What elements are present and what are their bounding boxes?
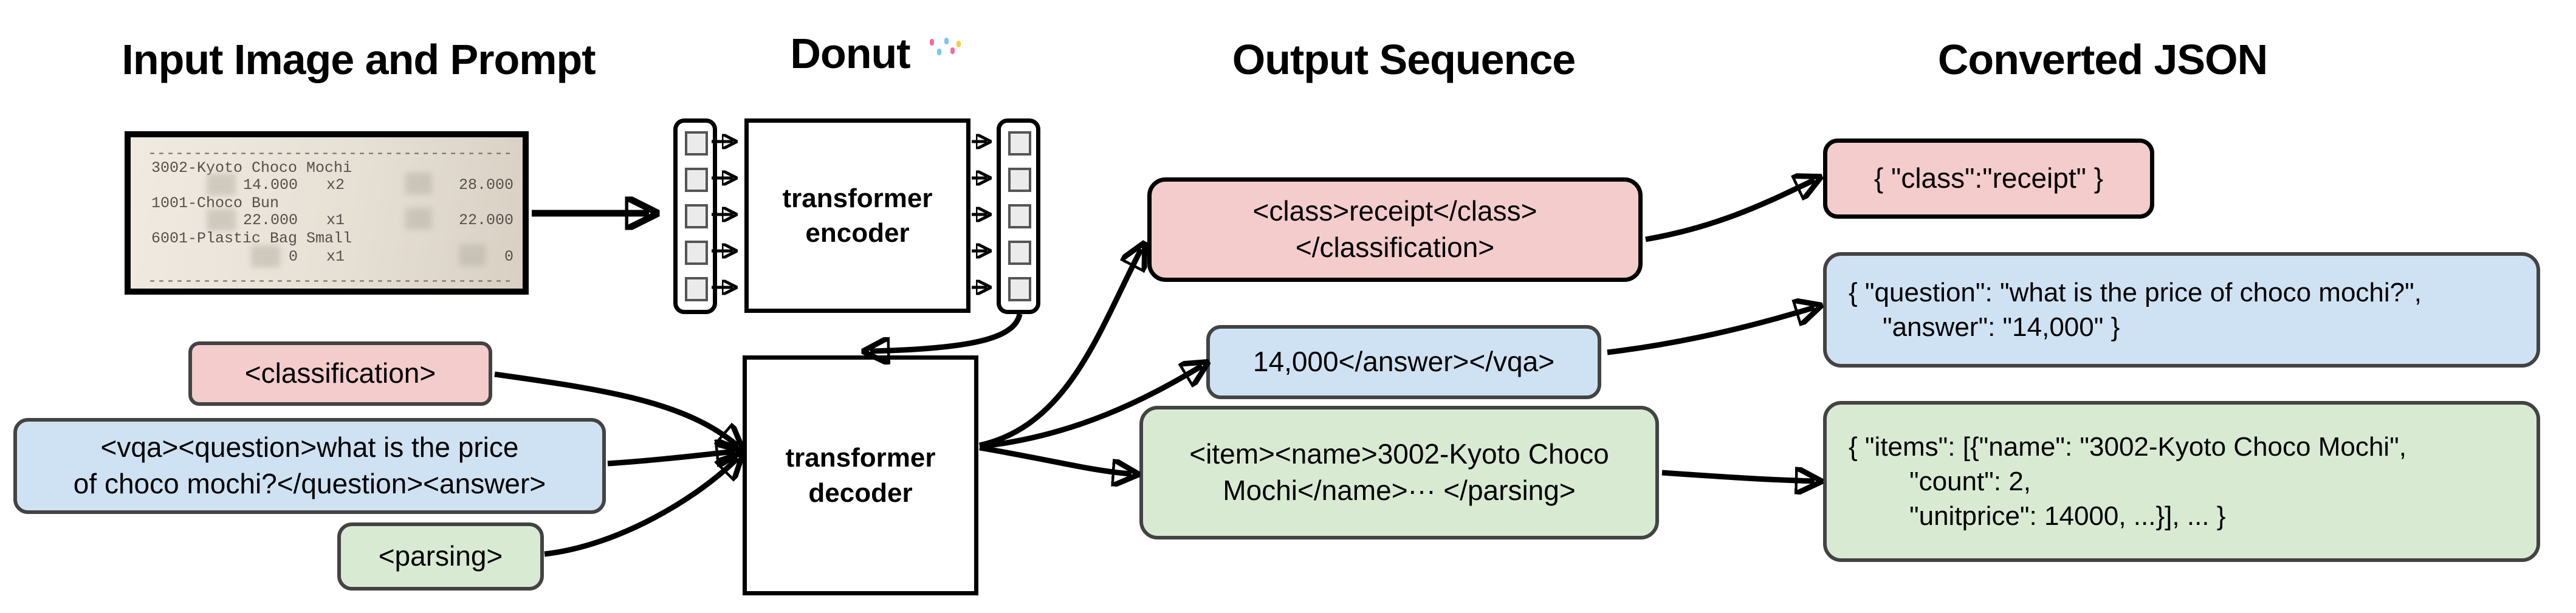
json-parsing-text: "count": 2,: [1909, 466, 2032, 496]
output-classification: <class>receipt</class> </classification>: [1147, 177, 1643, 282]
receipt-qty: x2: [326, 176, 345, 194]
donut-icon: [920, 30, 966, 77]
output-vqa-text: 14,000</answer></vqa>: [1252, 346, 1555, 378]
encoder-label: encoder: [805, 218, 910, 248]
output-parsing: <item><name>3002-Kyoto Choco Mochi</name…: [1139, 406, 1659, 539]
token-cell: [685, 241, 708, 265]
output-vqa: 14,000</answer></vqa>: [1206, 325, 1601, 399]
redaction-blur: [207, 209, 236, 231]
arrow-vqa-output-to-json: [1607, 307, 1815, 355]
receipt-unit-price: 14.000: [242, 176, 298, 194]
output-parsing-text: Mochi</name>··· </parsing>: [1223, 474, 1576, 506]
arrow-vqa-prompt-to-decoder: [607, 451, 735, 464]
receipt-total: 22.000: [458, 211, 513, 229]
receipt-image: ----------------------------------------…: [125, 131, 529, 295]
receipt-total: 0: [504, 248, 513, 265]
json-parsing-text: "unitprice": 14000, ...}], ... }: [1909, 501, 2226, 532]
output-classification-text: </classification>: [1295, 231, 1495, 263]
receipt-unit-price: 0: [288, 248, 298, 265]
prompt-classification: <classification>: [188, 341, 492, 406]
decoder-label: decoder: [808, 478, 913, 508]
arrow-classification-output-to-json: [1645, 180, 1815, 242]
input-section-title: Input Image and Prompt: [122, 36, 596, 83]
model-title-text: Donut: [790, 30, 910, 77]
json-classification-text: { "class":"receipt" }: [1874, 162, 2104, 194]
arrow-encoder-tokens-to-decoder: [870, 313, 1023, 351]
json-parsing-text: { "items": [{"name": "3002-Kyoto Choco M…: [1849, 431, 2406, 462]
redaction-blur: [251, 245, 280, 267]
prompt-classification-text: <classification>: [244, 357, 436, 389]
token-cell: [685, 204, 708, 228]
decoder-label: transformer: [785, 443, 936, 473]
json-classification: { "class":"receipt" }: [1823, 139, 2154, 219]
json-vqa-text: "answer": "14,000" }: [1883, 312, 2120, 342]
redaction-blur: [207, 174, 236, 196]
token-cell: [685, 131, 708, 156]
receipt-separator: ----------------------------------------: [148, 272, 513, 290]
redaction-blur: [405, 173, 432, 194]
receipt-separator: ----------------------------------------: [148, 145, 513, 162]
token-cell: [685, 168, 708, 192]
receipt-line: 6001-Plastic Bag Small: [151, 230, 352, 247]
arrow-decoder-to-parsing-output: [979, 445, 1132, 474]
receipt-qty: x1: [326, 211, 345, 229]
token-cell: [685, 277, 708, 301]
receipt-content: ----------------------------------------…: [131, 137, 523, 290]
receipt-line: 22.000 x1 22.000: [131, 208, 523, 236]
token-cell: [1008, 131, 1031, 156]
encoder-input-tokens: [673, 118, 717, 314]
encoder-label: transformer: [782, 183, 933, 213]
receipt-line: 0 x1 0: [131, 244, 523, 272]
prompt-parsing-text: <parsing>: [378, 540, 503, 572]
donut-sprinkles: [929, 39, 934, 46]
output-section-title: Output Sequence: [1232, 36, 1576, 83]
encoder-output-tokens: [997, 118, 1040, 314]
token-cell: [1008, 241, 1031, 265]
json-parsing: { "items": [{"name": "3002-Kyoto Choco M…: [1823, 401, 2540, 562]
json-vqa-text: { "question": "what is the price of choc…: [1849, 277, 2422, 307]
receipt-qty: x1: [326, 248, 345, 265]
arrow-parsing-output-to-json: [1661, 473, 1815, 481]
redaction-blur: [405, 208, 432, 230]
receipt-total: 28.000: [458, 176, 513, 194]
json-vqa: { "question": "what is the price of choc…: [1823, 252, 2540, 368]
token-cell: [1008, 277, 1031, 301]
prompt-vqa-text: <vqa><question>what is the price: [100, 431, 519, 464]
receipt-line: 14.000 x2 28.000: [131, 173, 523, 200]
prompt-parsing: <parsing>: [337, 522, 544, 591]
model-section-title: Donut: [747, 29, 1009, 78]
token-cell: [1008, 204, 1031, 228]
receipt-unit-price: 22.000: [242, 211, 298, 229]
receipt-line: 3002-Kyoto Choco Mochi: [151, 159, 352, 177]
output-parsing-text: <item><name>3002-Kyoto Choco: [1189, 438, 1609, 470]
redaction-blur: [459, 244, 486, 266]
json-section-title: Converted JSON: [1937, 36, 2268, 83]
prompt-vqa-text: of choco mochi?</question><answer>: [73, 468, 546, 499]
prompt-vqa: <vqa><question>what is the price of choc…: [13, 418, 606, 514]
transformer-encoder-box: transformer encoder: [744, 118, 970, 313]
donut-hole: [936, 47, 950, 60]
transformer-decoder-box: transformer decoder: [743, 355, 978, 595]
token-cell: [1008, 168, 1031, 192]
output-classification-text: <class>receipt</class>: [1252, 195, 1537, 227]
